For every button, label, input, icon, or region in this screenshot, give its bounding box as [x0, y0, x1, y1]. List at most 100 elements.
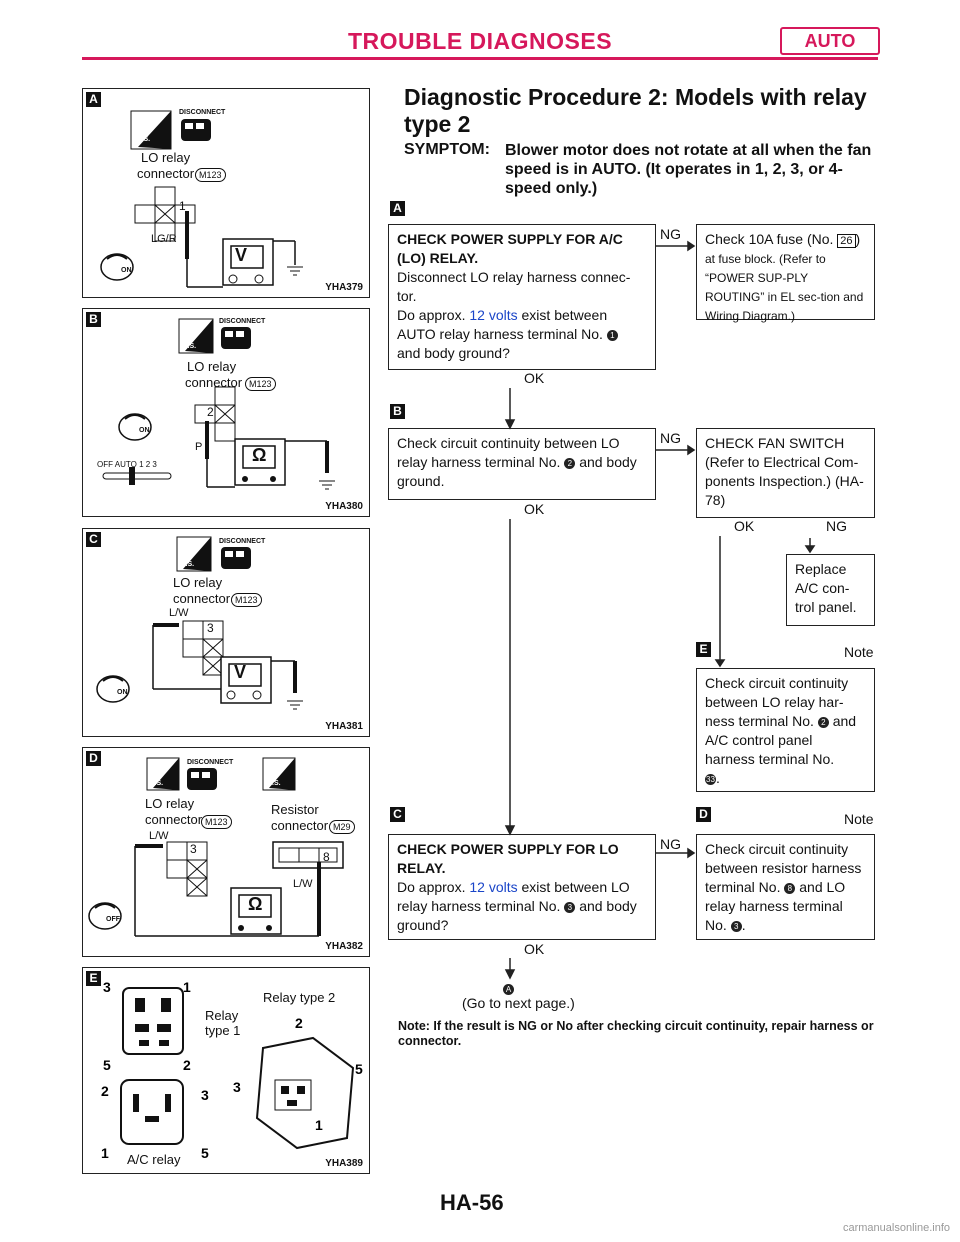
symptom-label: SYMPTOM:: [404, 141, 490, 158]
voltage-link[interactable]: 12 volts: [469, 879, 518, 895]
ts-label: T.S.: [184, 343, 197, 350]
continuation-marker-a: A: [503, 984, 514, 996]
terminal-marker: 3: [564, 901, 576, 913]
section-title: TROUBLE DIAGNOSES: [348, 28, 613, 54]
terminal-marker: 8: [784, 882, 796, 894]
page-number: HA-56: [440, 1190, 504, 1215]
disconnect-label: DISCONNECT: [187, 759, 234, 766]
ts-label: T.S.: [182, 561, 195, 568]
terminal-pin: 3: [207, 621, 214, 635]
ok-label: OK: [524, 941, 545, 957]
step-tag-e: E: [696, 642, 711, 657]
ignition-state: ON: [139, 427, 150, 434]
terminal-marker: 2: [817, 716, 829, 728]
disconnect-connector-icon: [221, 327, 251, 349]
figure-tag-c: C: [86, 532, 101, 547]
ok-label: OK: [524, 501, 545, 517]
terminal-pin: 3: [190, 842, 197, 856]
procedure-title: Diagnostic Procedure 2: Models with rela…: [404, 84, 867, 137]
voltage-link[interactable]: 12 volts: [469, 307, 518, 323]
figure-c-panel: C T.S. DISCONNECT LO relay connector M12…: [82, 528, 370, 737]
step3-text-b: exist between LO relay harness terminal …: [397, 879, 630, 914]
resistor-continuity-box: Check circuit continuity between resisto…: [696, 834, 875, 940]
step3-text-c: and body ground?: [397, 898, 637, 933]
replace-text: Replace A/C con-trol panel.: [795, 561, 857, 615]
svg-text:5: 5: [355, 1061, 363, 1077]
footnote: Note: If the result is NG or No after ch…: [398, 1019, 874, 1048]
next-page-marker: A: [503, 981, 514, 999]
wire-color: P: [195, 441, 203, 453]
connector-code: M123: [231, 593, 262, 607]
resistor-code: M29: [329, 820, 355, 834]
step1-text2a: Do approx.: [397, 307, 466, 323]
svg-text:5: 5: [201, 1145, 209, 1161]
ts-label: T.S.: [151, 780, 164, 787]
fuse-text-a: Check 10A fuse (No.: [705, 231, 834, 247]
resistor-label-2: connector: [271, 818, 329, 833]
step2-continuity-check: Check circuit continuity between LO rela…: [388, 428, 656, 500]
ignition-key-icon: [100, 253, 134, 281]
disconnect-connector-icon: [187, 768, 217, 790]
terminal-marker: 3: [730, 920, 742, 932]
resistor-text-b: and LO relay harness terminal No.: [705, 879, 846, 933]
figure-id: YHA380: [325, 501, 363, 512]
svg-text:3: 3: [233, 1079, 241, 1095]
watermark: carmanualsonline.info: [842, 1222, 950, 1234]
relay-type2-icon: [255, 1036, 355, 1150]
disconnect-label: DISCONNECT: [179, 109, 226, 116]
go-to-next-page[interactable]: (Go to next page.): [462, 995, 575, 1011]
step1-power-supply-check: CHECK POWER SUPPLY FOR A/C (LO) RELAY. D…: [388, 224, 656, 370]
connector-code: M123: [245, 377, 276, 391]
step1-text2b: exist between AUTO relay harness termina…: [397, 307, 608, 342]
relay-type1-label: Relay: [205, 1008, 239, 1023]
svg-text:3: 3: [201, 1087, 209, 1103]
ignition-state: ON: [117, 689, 128, 696]
auto-badge: AUTO: [780, 27, 880, 55]
note-label: Note: [844, 811, 874, 827]
figure-c-diagram: [96, 536, 303, 710]
disconnect-label: DISCONNECT: [219, 538, 266, 545]
resistor-text-c: .: [741, 917, 746, 933]
connector-label: LO relay: [173, 575, 223, 590]
ng-label: NG: [660, 226, 681, 242]
wire-color-2: L/W: [293, 878, 313, 890]
disconnect-connector-icon: [221, 547, 251, 569]
step1-text2c: and body ground?: [397, 345, 510, 361]
wire-color: L/W: [169, 607, 189, 619]
svg-text:1: 1: [101, 1145, 109, 1161]
cont-panel-text-b: and A/C control panel harness terminal N…: [705, 713, 857, 767]
figure-id: YHA379: [325, 282, 363, 293]
ac-relay-label: A/C relay: [127, 1152, 181, 1167]
figure-id: YHA382: [325, 941, 363, 952]
figure-tag-b: B: [86, 312, 101, 327]
ng-label: NG: [660, 836, 681, 852]
fan-switch-slider: [102, 467, 172, 485]
disconnect-connector-icon: [181, 119, 211, 141]
replace-control-panel-box: Replace A/C con-trol panel.: [786, 554, 875, 626]
fuse-check-box: Check 10A fuse (No. 26) at fuse block. (…: [696, 224, 875, 323]
terminal-pin: 2: [207, 405, 214, 419]
terminal-marker: 1: [606, 329, 618, 341]
control-panel-continuity-box: Check circuit continuity between LO rela…: [696, 668, 875, 792]
cont-panel-text-a: Check circuit continuity between LO rela…: [705, 675, 849, 729]
ac-relay-icon: [120, 1079, 184, 1145]
figure-b-diagram: [102, 318, 335, 490]
connector-label: LO relay: [187, 359, 237, 374]
resistor-text-a: Check circuit continuity between resisto…: [705, 841, 862, 895]
figure-a-panel: A T.S. DISCONNECT LO relay connector M12…: [82, 88, 370, 298]
svg-text:5: 5: [103, 1057, 111, 1073]
ohmmeter-symbol: Ω: [248, 894, 263, 914]
figure-d-panel: D T.S. H.S. DISCONNECT LO relay connecto…: [82, 747, 370, 957]
ok-label: OK: [734, 518, 755, 534]
ignition-key-icon: [96, 675, 130, 703]
hs-label: H.S.: [267, 780, 281, 787]
fan-switch-check-box: CHECK FAN SWITCH (Refer to Electrical Co…: [696, 428, 875, 518]
step1-text1: Disconnect LO relay harness connec-tor.: [397, 269, 631, 304]
ignition-key-icon: [88, 902, 122, 930]
relay-type1-icon: [122, 987, 184, 1055]
voltmeter-symbol: V: [235, 245, 248, 265]
connector-label-2: connector: [185, 375, 243, 390]
fan-switch-text: CHECK FAN SWITCH (Refer to Electrical Co…: [705, 435, 864, 508]
